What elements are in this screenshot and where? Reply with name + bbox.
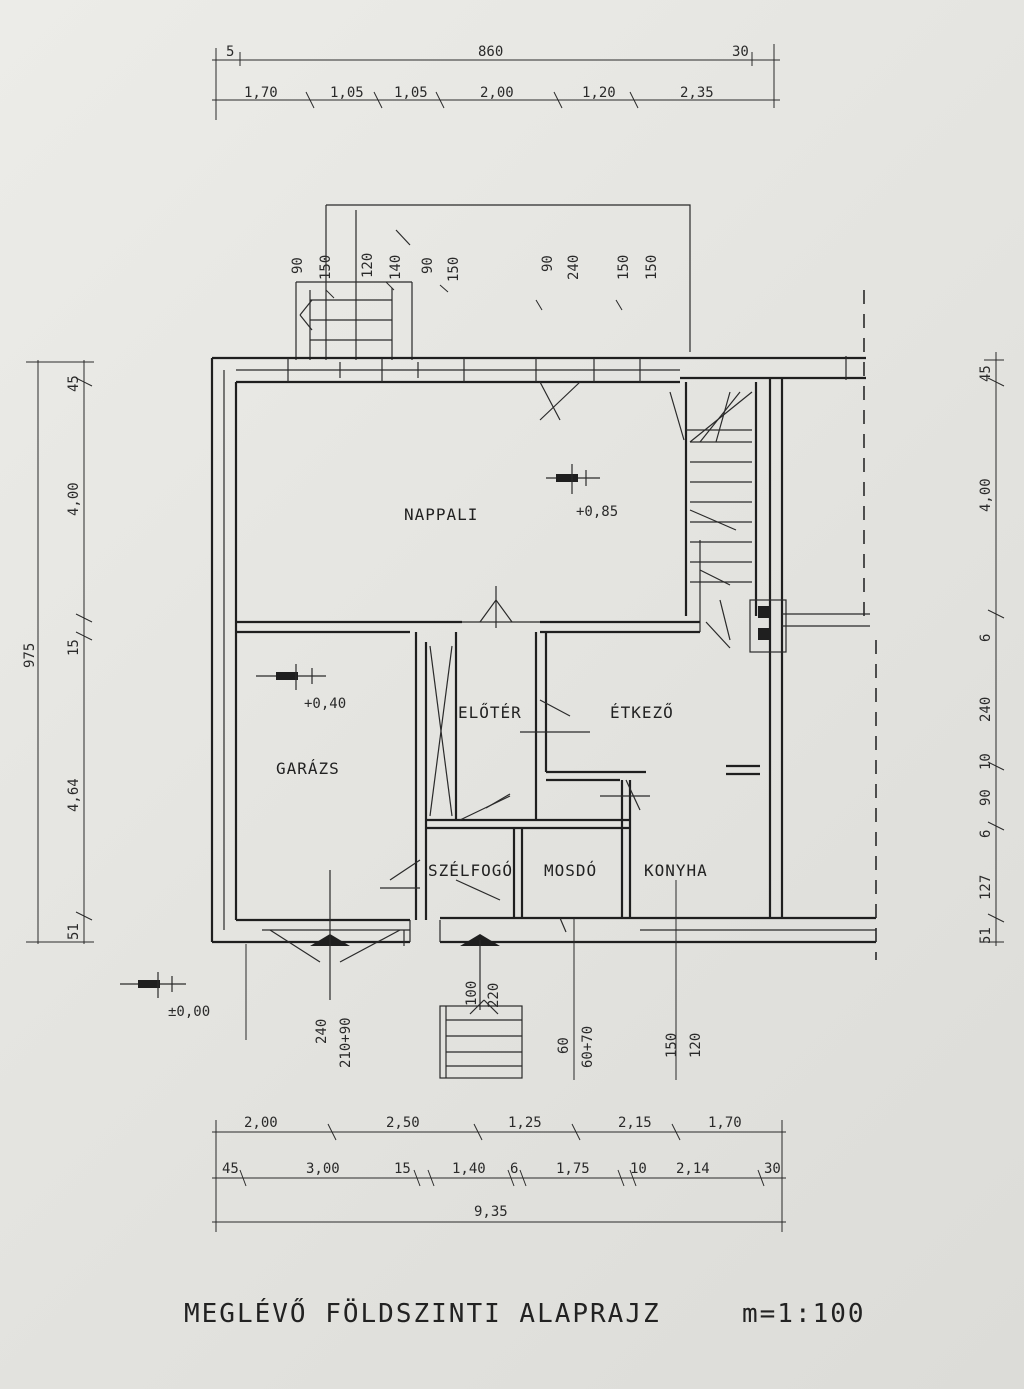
drawing-scale: m=1:100 <box>742 1299 866 1329</box>
left-dim-51: 51 <box>66 923 82 940</box>
bottom-opening-dimensions: 240 210+90 100 220 60 60+70 150 120 <box>314 981 704 1068</box>
left-dim-total: 975 <box>22 643 38 668</box>
room-nappali: NAPPALI <box>404 505 478 524</box>
staircase <box>684 382 787 653</box>
open-dim-240: 240 <box>314 1019 330 1044</box>
right-dim-240: 240 <box>978 697 994 722</box>
bottom-r2-3: 15 <box>394 1161 411 1177</box>
room-mosdo: MOSDÓ <box>544 861 597 880</box>
room-eloter: ELŐTÉR <box>458 702 522 722</box>
left-dim-400: 4,00 <box>66 482 82 516</box>
bottom-r2-1: 45 <box>222 1161 239 1177</box>
win-dim-7: 90 <box>540 255 556 272</box>
right-dim-400: 4,00 <box>978 478 994 512</box>
top-dimensions: 5 860 30 1,70 1,05 1,05 2,00 1,20 2,35 <box>212 44 780 120</box>
top-seg-1: 1,70 <box>244 85 278 101</box>
open-dim-100: 100 <box>464 981 480 1006</box>
bottom-r1-4: 2,15 <box>618 1115 652 1131</box>
top-seg-2: 1,05 <box>330 85 364 101</box>
open-dim-60-70: 60+70 <box>580 1026 596 1068</box>
bottom-r2-9: 30 <box>764 1161 781 1177</box>
room-labels: NAPPALI GARÁZS ELŐTÉR ÉTKEZŐ SZÉLFOGÓ MO… <box>276 505 708 880</box>
open-dim-120: 120 <box>688 1033 704 1058</box>
win-dim-1: 90 <box>290 257 306 274</box>
right-dim-6b: 6 <box>978 830 994 838</box>
right-dim-45: 45 <box>978 365 994 382</box>
bottom-r1-5: 1,70 <box>708 1115 742 1131</box>
open-dim-150: 150 <box>664 1033 680 1058</box>
door-swings <box>380 381 731 933</box>
left-dim-15: 15 <box>66 639 82 656</box>
room-garazs: GARÁZS <box>276 759 340 778</box>
win-dim-10: 150 <box>644 255 660 280</box>
bottom-r2-2: 3,00 <box>306 1161 340 1177</box>
bottom-r2-5: 6 <box>510 1161 518 1177</box>
drawing-title: MEGLÉVŐ FÖLDSZINTI ALAPRAJZ <box>184 1297 661 1329</box>
win-dim-4: 140 <box>388 255 404 280</box>
bottom-r1-2: 2,50 <box>386 1115 420 1131</box>
bottom-dimensions: 2,00 2,50 1,25 2,15 1,70 45 3,00 15 1,40… <box>212 1115 786 1232</box>
open-dim-220: 220 <box>486 983 502 1008</box>
left-dim-45: 45 <box>66 375 82 392</box>
terrace <box>295 204 691 360</box>
level-ground: ±0,00 <box>168 1004 210 1020</box>
bottom-r1-1: 2,00 <box>244 1115 278 1131</box>
window-dimensions: 90 150 120 140 90 150 90 240 150 150 <box>290 253 660 282</box>
top-seg-4: 2,00 <box>480 85 514 101</box>
right-dimensions: 45 4,00 6 240 10 90 6 127 51 <box>978 352 1005 946</box>
level-markers: +0,85 +0,40 ±0,00 <box>120 464 618 1020</box>
top-dim-860: 860 <box>478 44 503 60</box>
bottom-r2-6: 1,75 <box>556 1161 590 1177</box>
right-dim-90: 90 <box>978 789 994 806</box>
open-dim-210-90: 210+90 <box>338 1017 354 1068</box>
right-dim-127: 127 <box>978 875 994 900</box>
top-seg-3: 1,05 <box>394 85 428 101</box>
top-dim-30: 30 <box>732 44 749 60</box>
top-seg-5: 1,20 <box>582 85 616 101</box>
left-dimensions: 45 4,00 15 4,64 51 975 <box>22 360 94 944</box>
bottom-r1-3: 1,25 <box>508 1115 542 1131</box>
level-garazs: +0,40 <box>304 696 346 712</box>
open-dim-60: 60 <box>556 1037 572 1054</box>
top-dim-5: 5 <box>226 44 234 60</box>
bottom-r2-7: 10 <box>630 1161 647 1177</box>
win-dim-8: 240 <box>566 255 582 280</box>
level-nappali: +0,85 <box>576 504 618 520</box>
win-dim-2: 150 <box>318 255 334 280</box>
win-dim-6: 150 <box>446 257 462 282</box>
bottom-r2-4: 1,40 <box>452 1161 486 1177</box>
right-dim-6a: 6 <box>978 634 994 642</box>
bottom-r2-8: 2,14 <box>676 1161 710 1177</box>
room-szelfogo: SZÉLFOGÓ <box>428 861 513 880</box>
win-dim-5: 90 <box>420 257 436 274</box>
win-dim-3: 120 <box>360 253 376 278</box>
room-etkezo: ÉTKEZŐ <box>610 702 674 722</box>
right-dim-10: 10 <box>978 753 994 770</box>
entrances <box>245 870 677 1080</box>
room-konyha: KONYHA <box>644 861 708 880</box>
win-dim-9: 150 <box>616 255 632 280</box>
top-seg-6: 2,35 <box>680 85 714 101</box>
bottom-total: 9,35 <box>474 1204 508 1220</box>
left-dim-464: 4,64 <box>66 778 82 812</box>
right-dim-51: 51 <box>978 927 994 944</box>
